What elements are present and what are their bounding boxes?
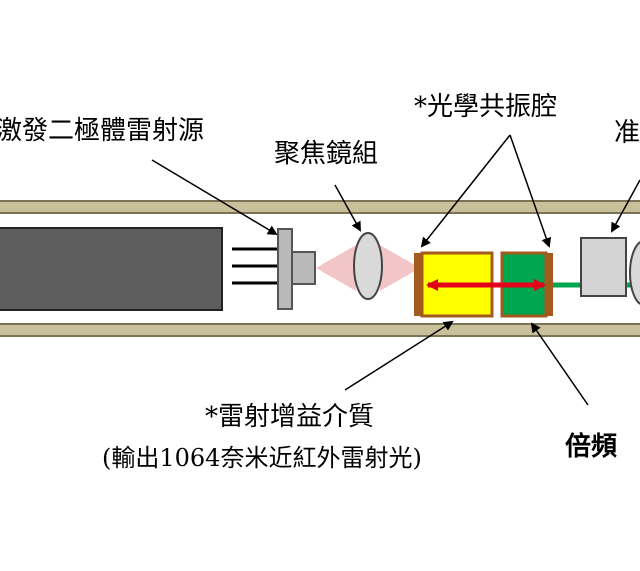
- label-collimator: 准: [614, 118, 640, 148]
- pointer-collimator: [611, 179, 640, 233]
- pointer-gain: [344, 320, 454, 391]
- diode-emitter: [291, 251, 316, 285]
- pump-beam-cone: [316, 245, 356, 291]
- collimator-block: [580, 237, 627, 297]
- pointer-doubling: [530, 322, 589, 406]
- label-gain-medium-line1: *雷射增益介質: [205, 402, 374, 432]
- pump-beam-cone: [380, 245, 420, 291]
- label-doubling: 倍頻: [565, 431, 617, 462]
- gain-crystal-mirror: [414, 253, 422, 316]
- label-focus-lens: 聚焦鏡組: [274, 139, 378, 169]
- tube-top-wall: [0, 200, 640, 214]
- diode-flange: [277, 228, 293, 310]
- pointer-diode: [151, 159, 278, 236]
- focus-lens: [353, 232, 383, 300]
- pointer-resonator-right: [509, 134, 552, 248]
- collimator-lens: [629, 241, 640, 305]
- doubling-crystal-mirror: [546, 253, 553, 316]
- label-diode-source: 激發二極體雷射源: [0, 116, 204, 146]
- label-resonator: *光學共振腔: [414, 92, 557, 122]
- tube-bottom-wall: [0, 323, 640, 337]
- diode-housing: [0, 227, 223, 311]
- label-gain-medium-line2: (輸出1064奈米近紅外雷射光): [102, 444, 422, 472]
- pointer-resonator-left: [420, 134, 511, 248]
- pointer-lens: [334, 184, 361, 232]
